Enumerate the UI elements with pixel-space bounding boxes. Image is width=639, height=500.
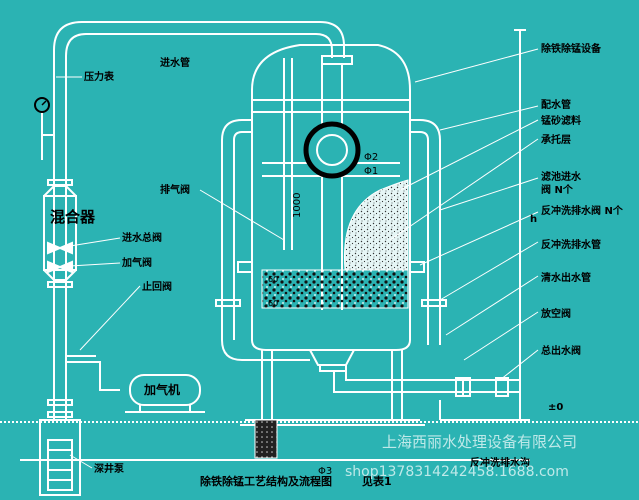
left-riser-pipe	[53, 21, 345, 420]
label-valve-n: 阀 N个	[541, 183, 574, 196]
label-inlet-pipe: 进水管	[160, 56, 190, 69]
label-dim-h: h	[530, 214, 537, 225]
vessel-shell	[251, 44, 411, 351]
label-mixer-1: 混合器	[50, 208, 96, 226]
label-vent-valve: 排气阀	[160, 183, 190, 196]
label-equipment: 除铁除锰设备	[541, 42, 602, 55]
label-filter-media: 锰砂滤料	[541, 114, 581, 127]
label-distribution-pipe: 配水管	[541, 98, 571, 111]
filter-media	[254, 179, 409, 459]
mixer-body	[43, 195, 77, 271]
label-backwash-trench: 反冲洗排水沟	[470, 456, 530, 469]
label-backwash-drain-valve-n: 反冲洗排水阀 N个	[541, 204, 624, 217]
label-deep-well-pump: 深井泵	[94, 462, 125, 475]
pressure-gauge-icon	[34, 97, 50, 113]
label-backwash-drain-pipe: 反冲洗排水管	[541, 238, 601, 251]
label-air-compressor: 加气机	[143, 382, 180, 397]
left-riser-pipe-inner	[65, 33, 333, 420]
label-phi1: Φ1	[364, 166, 378, 177]
deep-well-pump-body	[47, 439, 73, 491]
leader-lines	[56, 48, 539, 469]
label-main-inlet-valve: 进水总阀	[122, 231, 162, 244]
air-compressor-tank	[129, 374, 201, 406]
label-pressure-gauge: 压力表	[84, 70, 115, 83]
label-clean-outlet-pipe: 清水出水管	[541, 271, 591, 284]
label-dim-1000: 1000	[292, 193, 303, 218]
label-phi2: Φ2	[364, 152, 378, 163]
diagram-title: 除铁除锰工艺结构及流程图	[200, 474, 332, 488]
label-phi3: Φ3	[318, 466, 332, 477]
watermark: 上海西丽水处理设备有限公司 shop1378314242458.1688.com	[345, 433, 577, 480]
label-check-valve: 止回阀	[142, 280, 172, 293]
label-vent-empty-valve: 放空阀	[540, 307, 571, 320]
label-layer-60a: 60	[268, 275, 278, 284]
watermark-company: 上海西丽水处理设备有限公司	[382, 433, 577, 451]
label-support-layer: 承托层	[541, 133, 571, 146]
watermark-shop: shop1378314242458.1688.com	[345, 464, 569, 480]
label-layer-60b: 60	[268, 299, 278, 308]
label-filter-inlet: 滤池进水	[541, 170, 582, 183]
label-main-outlet-valve: 总出水阀	[541, 344, 581, 357]
labels: 进水管 除铁除锰设备 压力表 配水管 锰砂滤料 承托层 Φ2 Φ1 排气阀 10…	[50, 42, 624, 488]
top-flange	[321, 55, 353, 65]
pipework	[0, 21, 639, 496]
label-see-table: 见表1	[362, 474, 392, 488]
label-zero-level: ±0	[548, 402, 563, 413]
label-aeration-valve: 加气阀	[121, 256, 152, 269]
manhole	[303, 121, 361, 179]
